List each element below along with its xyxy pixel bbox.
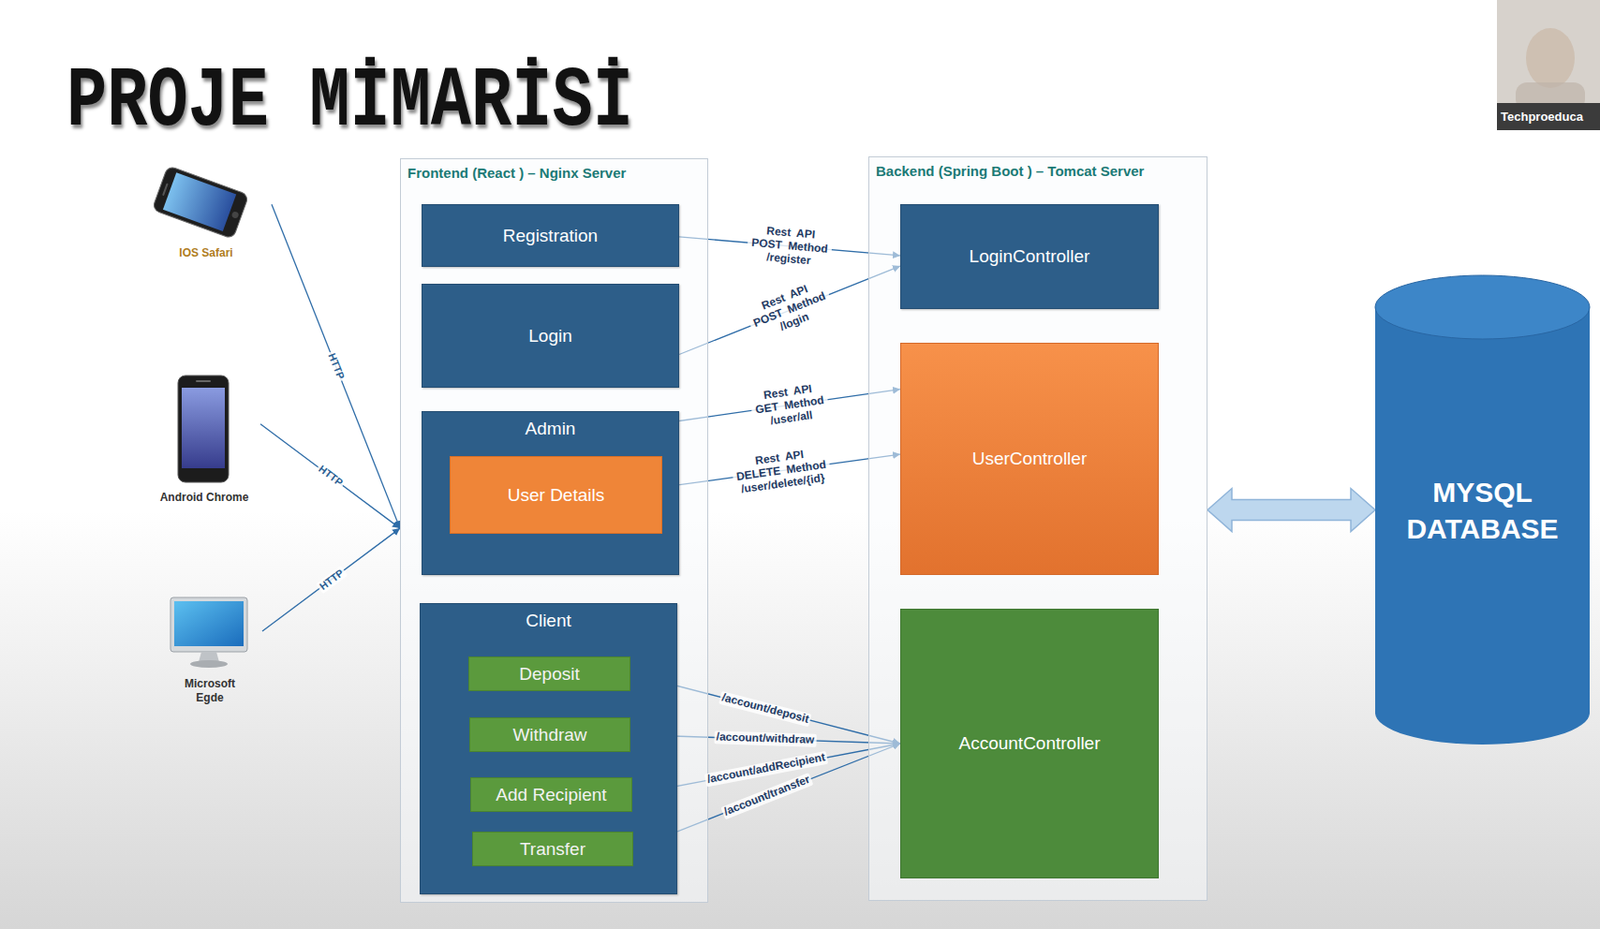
node-label: Withdraw xyxy=(512,725,587,746)
edge-label: Rest API POST Method /register xyxy=(745,222,833,269)
edge-label: Rest API DELETE Method /user/delete/{id} xyxy=(730,444,833,497)
node-label: LoginController xyxy=(969,246,1091,267)
cylinder-top xyxy=(1375,275,1590,340)
edge-label: /account/deposit xyxy=(718,691,813,727)
node-label: Transfer xyxy=(519,839,586,860)
android-phone-icon xyxy=(177,375,229,483)
node-label: UserController xyxy=(972,448,1087,470)
action-box: Withdraw xyxy=(469,717,631,753)
edge-label: /account/withdraw xyxy=(713,731,816,748)
client-device: Android Chrome xyxy=(148,370,261,504)
server-panel: Frontend (React ) – Nginx ServerRegistra… xyxy=(400,158,709,904)
page-box: ClientDepositWithdrawAdd RecipientTransf… xyxy=(419,603,678,895)
database-cylinder: MYSQL DATABASE xyxy=(1375,275,1590,745)
slide-title: PROJE MİMARİSİ xyxy=(66,59,634,145)
edge-label: HTTP xyxy=(314,462,347,491)
node-label: IOS Safari xyxy=(178,246,233,260)
node-label: User Details xyxy=(507,485,605,506)
edge-label: Rest API POST Method /login xyxy=(743,276,837,344)
iphone-icon xyxy=(151,165,250,239)
cylinder-body xyxy=(1375,307,1590,745)
client-device: Microsoft Egde xyxy=(157,590,263,705)
connector xyxy=(271,204,400,529)
connector xyxy=(262,528,400,632)
node-label: Admin xyxy=(525,418,577,440)
connector xyxy=(260,424,400,529)
node-label: Deposit xyxy=(518,664,579,685)
page-box: Registration xyxy=(421,204,680,267)
connector xyxy=(679,266,901,355)
action-box: Transfer xyxy=(472,831,634,867)
panel-heading: Frontend (React ) – Nginx Server xyxy=(400,159,708,187)
node-label: Add Recipient xyxy=(495,785,607,806)
edge-label: HTTP xyxy=(315,565,348,594)
node-label: Microsoft Egde xyxy=(172,677,248,705)
node-label: AccountController xyxy=(958,733,1100,755)
node-label: Client xyxy=(525,610,572,632)
monitor-icon xyxy=(170,597,248,668)
controller-box: AccountController xyxy=(900,608,1159,879)
double-arrow xyxy=(1207,488,1376,533)
presenter-name: Techproeduca xyxy=(1496,103,1600,131)
page-box: Login xyxy=(421,283,680,388)
action-box: Add Recipient xyxy=(470,777,633,813)
server-panel: Backend (Spring Boot ) – Tomcat ServerLo… xyxy=(868,156,1208,902)
controller-box: LoginController xyxy=(900,204,1159,310)
page-box: AdminUser Details xyxy=(421,411,680,576)
controller-box: UserController xyxy=(900,342,1159,576)
edge-label: Rest API GET Method /user/all xyxy=(748,380,830,430)
node-label: Registration xyxy=(503,225,598,247)
node-label: MYSQL DATABASE xyxy=(1393,474,1572,548)
component-box: User Details xyxy=(449,456,663,534)
action-box: Deposit xyxy=(468,656,631,692)
node-label: Login xyxy=(528,325,573,347)
panel-heading: Backend (Spring Boot ) – Tomcat Server xyxy=(869,157,1207,185)
node-label: Android Chrome xyxy=(160,490,250,504)
client-device: IOS Safari xyxy=(140,161,272,260)
edge-label: HTTP xyxy=(325,350,348,384)
webcam-overlay xyxy=(1496,0,1600,131)
cylinder-outline xyxy=(1375,275,1590,745)
